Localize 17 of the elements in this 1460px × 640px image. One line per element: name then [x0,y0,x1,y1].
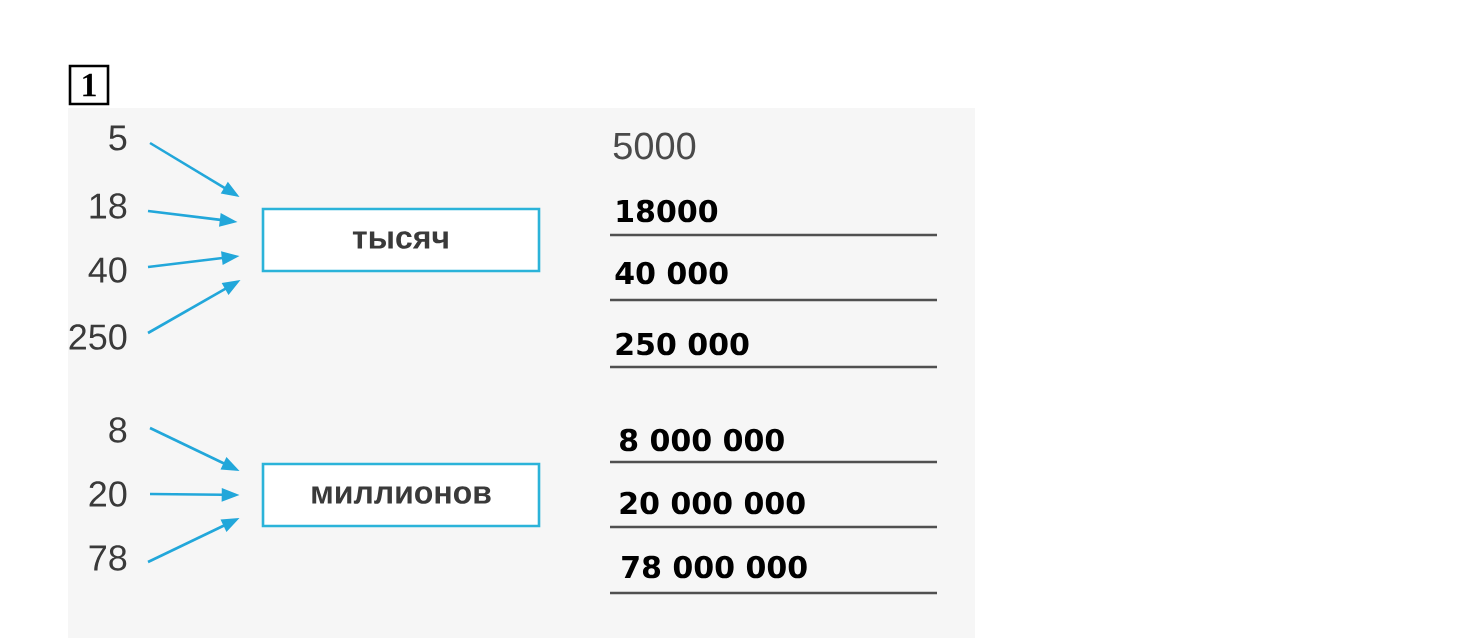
number-label: 250 [69,324,127,350]
example-answer: 5000 [613,132,696,160]
number-label: 40 [88,257,127,283]
word-box: миллионов [261,462,541,528]
number-label: 78 [89,545,127,571]
answer-text: 20 000 000 [620,491,805,515]
number-label: 8 [109,417,127,443]
number-label: 20 [89,481,127,507]
answer-text: 18000 [617,199,718,223]
word-box: тысяч [261,207,541,273]
task-number-box: 1 [68,64,110,106]
number-label: 18 [90,193,127,219]
answer-text: 8 000 000 [620,428,784,452]
answer-text: 250 000 [616,332,749,356]
number-label: 5 [109,125,127,151]
answer-text: 40 000 [615,261,728,285]
answer-text: 78 000 000 [622,555,807,579]
